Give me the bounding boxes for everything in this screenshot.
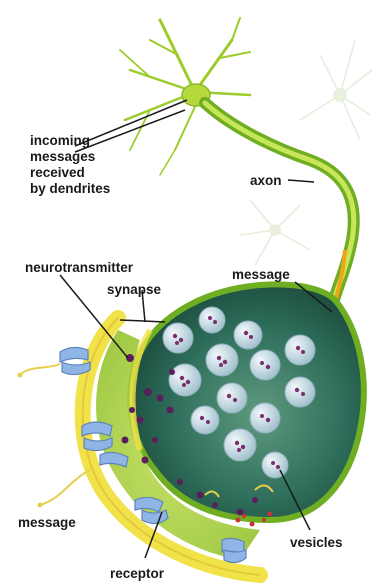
label-synapse: synapse — [107, 282, 162, 297]
label-dendrites-line2: messages — [30, 149, 95, 164]
axon-terminal — [130, 284, 364, 520]
label-receptor: receptor — [110, 566, 165, 581]
label-dendrites-line3: received — [30, 165, 85, 180]
label-neurotransmitter: neurotransmitter — [25, 260, 134, 275]
synapse-gap-line — [120, 320, 165, 322]
label-vesicles: vesicles — [290, 535, 343, 550]
label-message-bottom: message — [18, 515, 76, 530]
label-dendrites-line4: by dendrites — [30, 181, 110, 196]
label-message-top: message — [232, 267, 290, 282]
label-axon: axon — [250, 173, 282, 188]
label-dendrites-line1: incoming — [30, 133, 90, 148]
